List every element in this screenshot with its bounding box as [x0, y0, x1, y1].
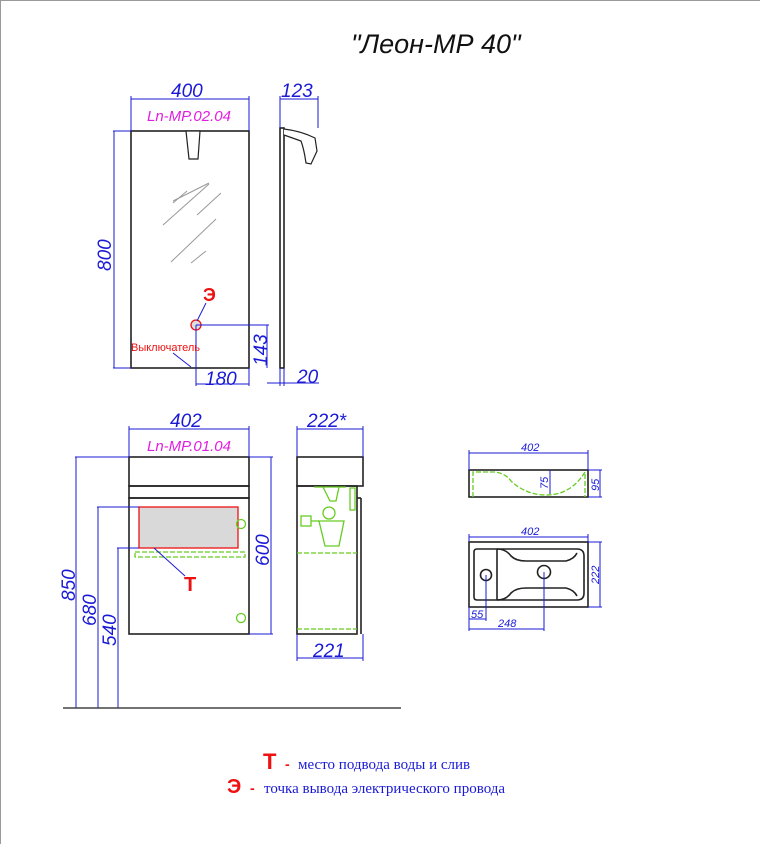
mirror-side-view: 123 20: [267, 81, 319, 388]
page-title: "Леон-МР 40": [351, 29, 522, 59]
sink-height-dim: 95: [590, 478, 602, 491]
cabinet-code: Ln-MP.01.04: [147, 438, 231, 455]
socket-mark: Э: [203, 285, 216, 305]
cabinet-door-outline: [128, 497, 250, 635]
legend-water-text: место подвода воды и слив: [298, 757, 470, 773]
drain-offset-dim: 248: [497, 618, 517, 630]
cabinet-width-dim: 402: [170, 411, 202, 432]
cabinet-depth-bottom-dim: 221: [312, 641, 345, 662]
socket-height-dim: 143: [251, 334, 272, 366]
mirror-height-dim: 800: [95, 239, 116, 271]
sink-side-outline: [296, 456, 364, 487]
mirror-code: Ln-MP.02.04: [147, 108, 231, 125]
legend: Т - место подвода воды и слив Э - точка …: [227, 749, 505, 798]
sink-gap: [128, 485, 250, 499]
legend-electric-text: точка вывода электрического провода: [264, 781, 505, 797]
mirror-depth-dim: 123: [281, 81, 313, 102]
sink-top-outline: [468, 541, 589, 608]
legend-electric-mark: Э: [227, 776, 241, 798]
floor-height-850: 850: [59, 569, 80, 601]
sink-top-view: 402 222 55 248: [468, 526, 602, 631]
mirror-thickness-dim: 20: [296, 367, 319, 388]
hinge-icon: [235, 518, 247, 530]
cabinet-side-outline: [296, 485, 358, 635]
socket-offset-dim: 180: [205, 369, 237, 390]
mirror-glare: [162, 182, 222, 264]
water-supply-zone: [138, 506, 239, 549]
sink-side-section: [468, 469, 589, 498]
cabinet-side-view: 222* 221: [296, 411, 364, 662]
tap-hole-offset-dim: 55: [471, 609, 484, 621]
water-mark: Т: [184, 574, 196, 596]
siphon-icon: [300, 486, 356, 547]
switch-label: Выключатель: [131, 342, 200, 354]
legend-electric-sep: -: [250, 780, 255, 796]
sink-side-view: 402 75 95: [468, 442, 602, 498]
sink-side-width-dim: 402: [521, 442, 539, 454]
mirror-outline: [130, 130, 250, 369]
sink-depth-dim: 222: [590, 566, 602, 585]
floor-height-540: 540: [100, 614, 121, 646]
shelf-dashed: [134, 551, 246, 558]
cabinet-depth-top-dim: 222*: [306, 411, 347, 432]
legend-water-sep: -: [285, 756, 290, 772]
sink-front-outline: [128, 456, 250, 487]
bowl-depth-dim: 75: [539, 476, 551, 489]
mirror-side-outline: [279, 127, 285, 369]
hinge-icon: [235, 612, 247, 624]
mirror-front-view: 400 Ln-MP.02.04 800 Э 143 180 Выключател…: [95, 81, 272, 390]
sink-top-width-dim: 402: [521, 526, 539, 538]
floor-height-680: 680: [80, 594, 101, 626]
cabinet-height-dim: 600: [253, 534, 274, 566]
mirror-width-dim: 400: [171, 81, 203, 102]
cabinet-front-view: Т 402 Ln-MP.01.04 600 850 680 540: [59, 411, 401, 709]
lamp-side-icon: [283, 128, 318, 165]
legend-water-mark: Т: [263, 749, 277, 774]
lamp-icon: [185, 130, 201, 160]
